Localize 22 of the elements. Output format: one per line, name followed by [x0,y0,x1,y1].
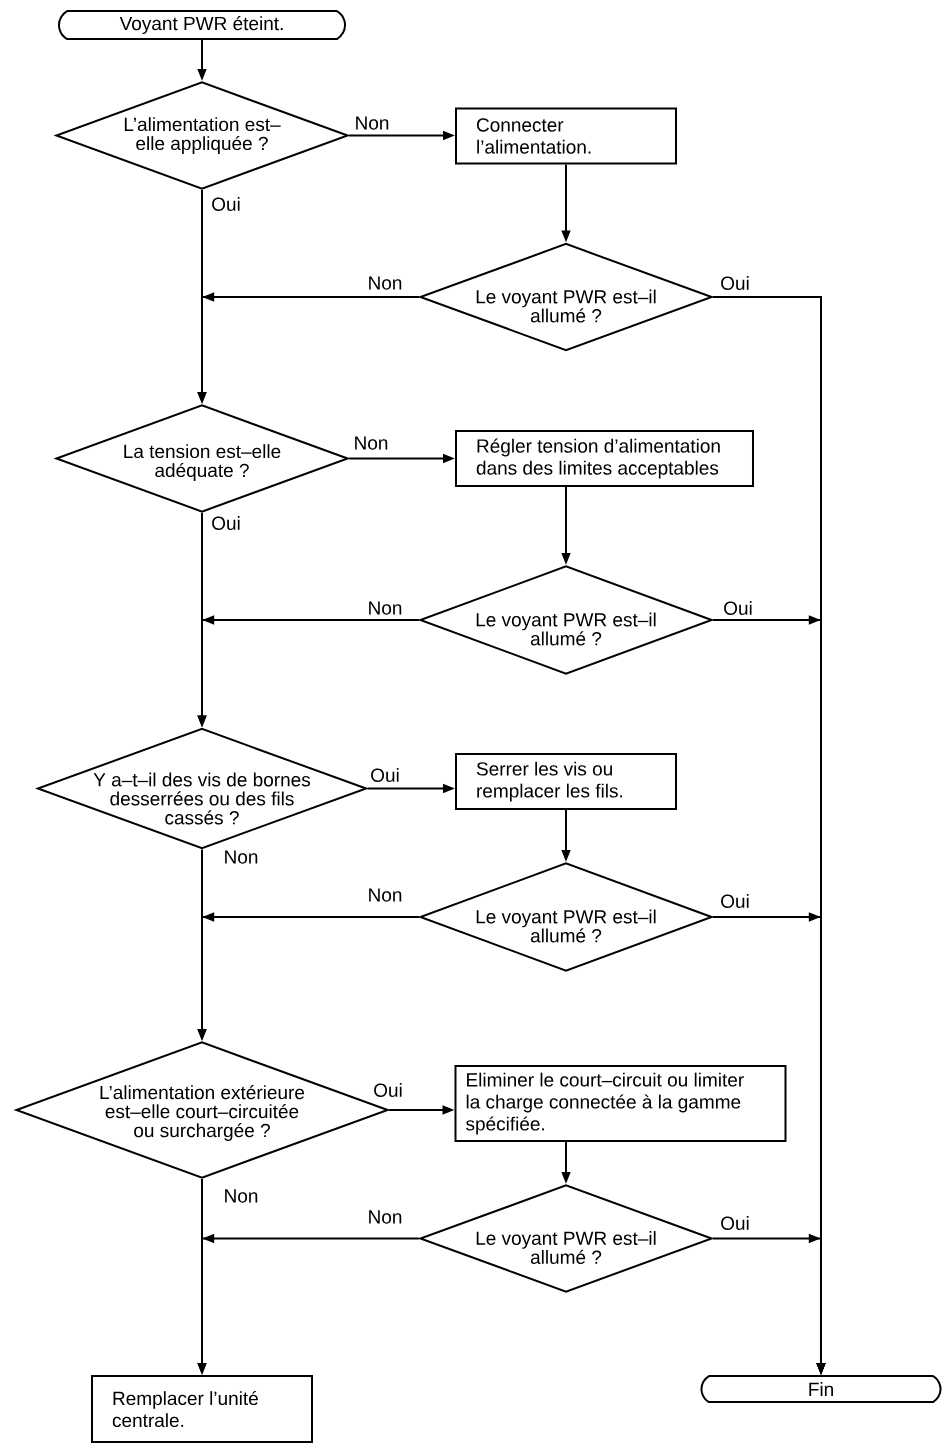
terminal-box: Fin [700,1375,942,1403]
edge-label: Oui [718,274,752,292]
edge-label: Non [351,434,391,452]
edge-label: Non [221,1187,261,1205]
edge-label: Non [365,886,405,904]
process-box: Eliminer le court–circuit ou limiter la charge connectée à la gamme spécifiée. [454,1065,787,1142]
process-box: Serrer les vis ou remplacer les fils. [455,753,677,810]
edge-label: Oui [209,195,243,213]
process-box: Remplacer l’unité centrale. [91,1375,313,1443]
edge-label: Non [221,848,261,866]
edge-label: Non [365,1208,405,1226]
process-box: Régler tension d’alimentation dans des limites acceptables [455,430,754,487]
edge-label: Non [352,114,392,132]
edge-label: Oui [368,766,402,784]
edge-label: Non [365,274,405,292]
terminal-box: Voyant PWR éteint. [58,10,346,40]
process-box: Connecter l’alimentation. [455,107,677,165]
edge-label: Oui [721,599,755,617]
edge-label: Non [365,599,405,617]
edge-label: Oui [209,514,243,532]
edge-label: Oui [718,1214,752,1232]
edge-label: Oui [718,892,752,910]
